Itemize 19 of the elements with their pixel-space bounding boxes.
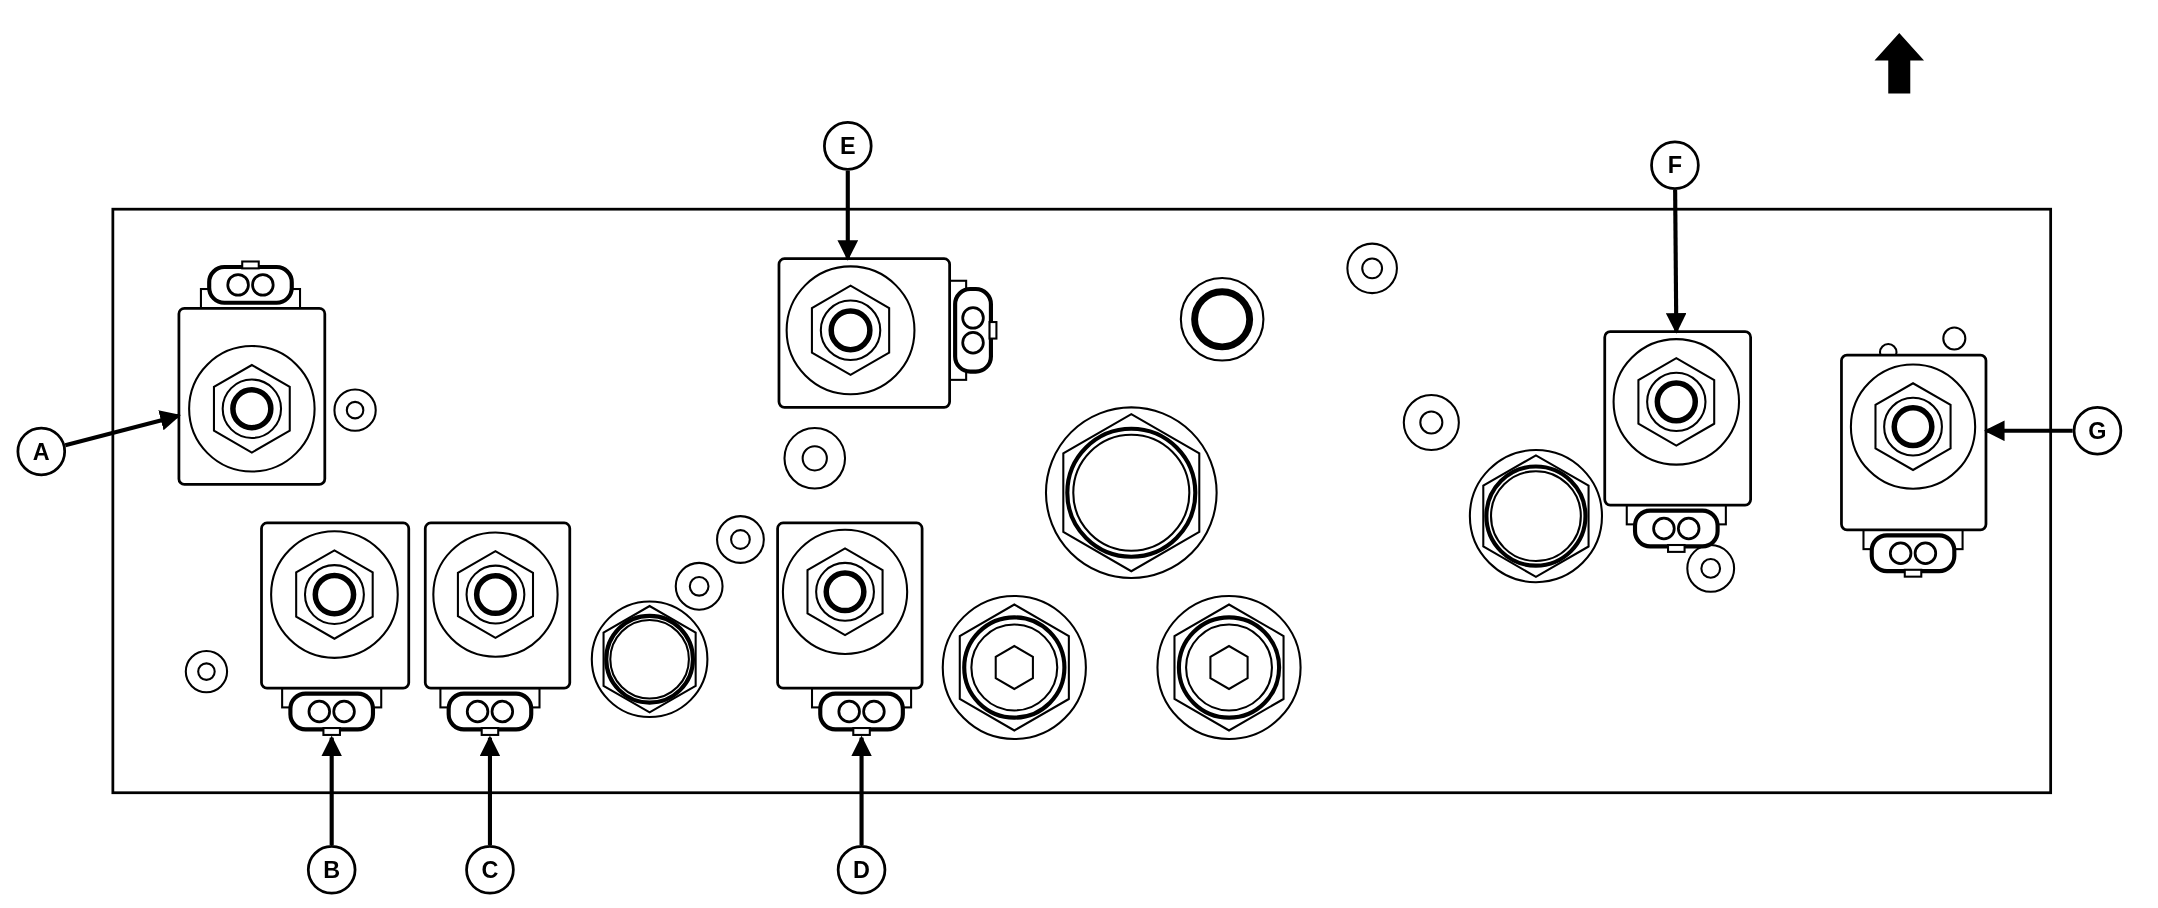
callout-letter: F bbox=[1667, 153, 1683, 177]
callout-letter: B bbox=[323, 858, 341, 882]
leader-arrow bbox=[1983, 420, 2073, 442]
callout-bubble bbox=[836, 845, 887, 895]
callout-bubble bbox=[2072, 406, 2123, 456]
callout-bubble bbox=[1650, 140, 1700, 190]
callout-letter: A bbox=[32, 439, 50, 464]
leader-arrow bbox=[479, 735, 501, 846]
callout-bubble bbox=[823, 121, 873, 171]
leader-arrow bbox=[321, 735, 342, 846]
leader-arrow bbox=[837, 170, 859, 261]
callout-letter: D bbox=[853, 858, 870, 882]
callout-letter: G bbox=[2088, 419, 2107, 443]
leader-arrow bbox=[851, 735, 872, 846]
callout-letter: E bbox=[840, 134, 856, 158]
callout-bubble bbox=[465, 845, 515, 895]
leader-arrow bbox=[64, 410, 181, 448]
leader-arrow bbox=[1665, 189, 1687, 334]
callout-letter: C bbox=[481, 858, 499, 882]
